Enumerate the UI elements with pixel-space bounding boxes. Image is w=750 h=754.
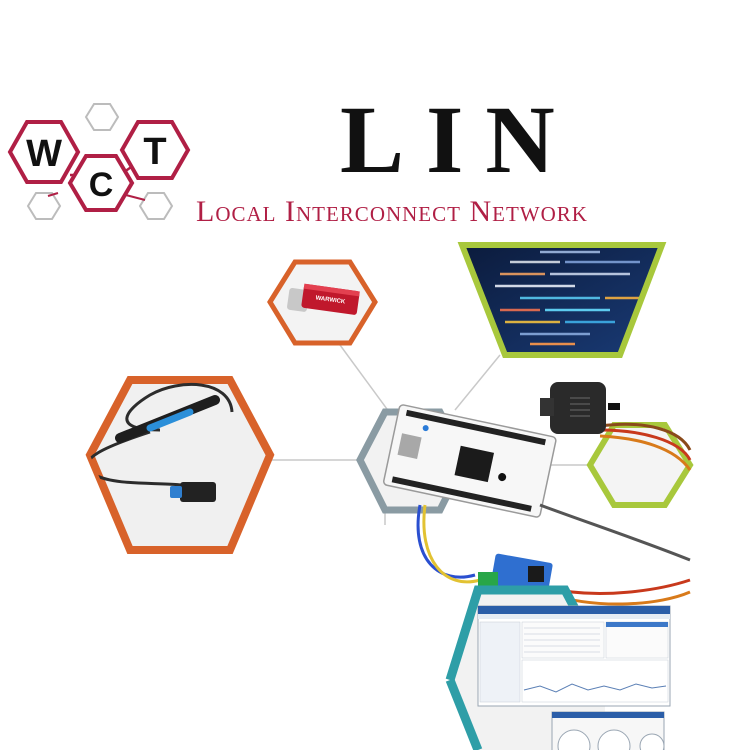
code-screen-icon [457,242,667,358]
page-subtitle: Local Interconnect Network [196,195,588,228]
logo-letter-w: W [26,133,62,175]
logo-hex-w [7,120,81,184]
svg-text:WARWICK: WARWICK [315,295,346,305]
lin-cable-hex [85,376,275,554]
logo-letter-c: C [89,166,114,204]
nucleo-board-icon [383,404,557,518]
software-screenshot-icon [477,605,671,754]
logo-letter-t: T [143,131,166,173]
nucleo-board-hex [356,404,691,584]
connector-adapter-hex [540,382,694,508]
logo-hex-t [119,120,191,180]
usb-stick-hex: WARWICK [267,259,378,346]
page-title: LIN [340,86,577,193]
connector-adapter-icon [540,382,620,434]
wct-logo: W C T [7,103,191,220]
lin-cable-icon [90,383,234,502]
code-screen-hex [457,242,667,358]
usb-stick-icon: WARWICK [287,283,360,315]
logo-hex-c [67,154,135,212]
